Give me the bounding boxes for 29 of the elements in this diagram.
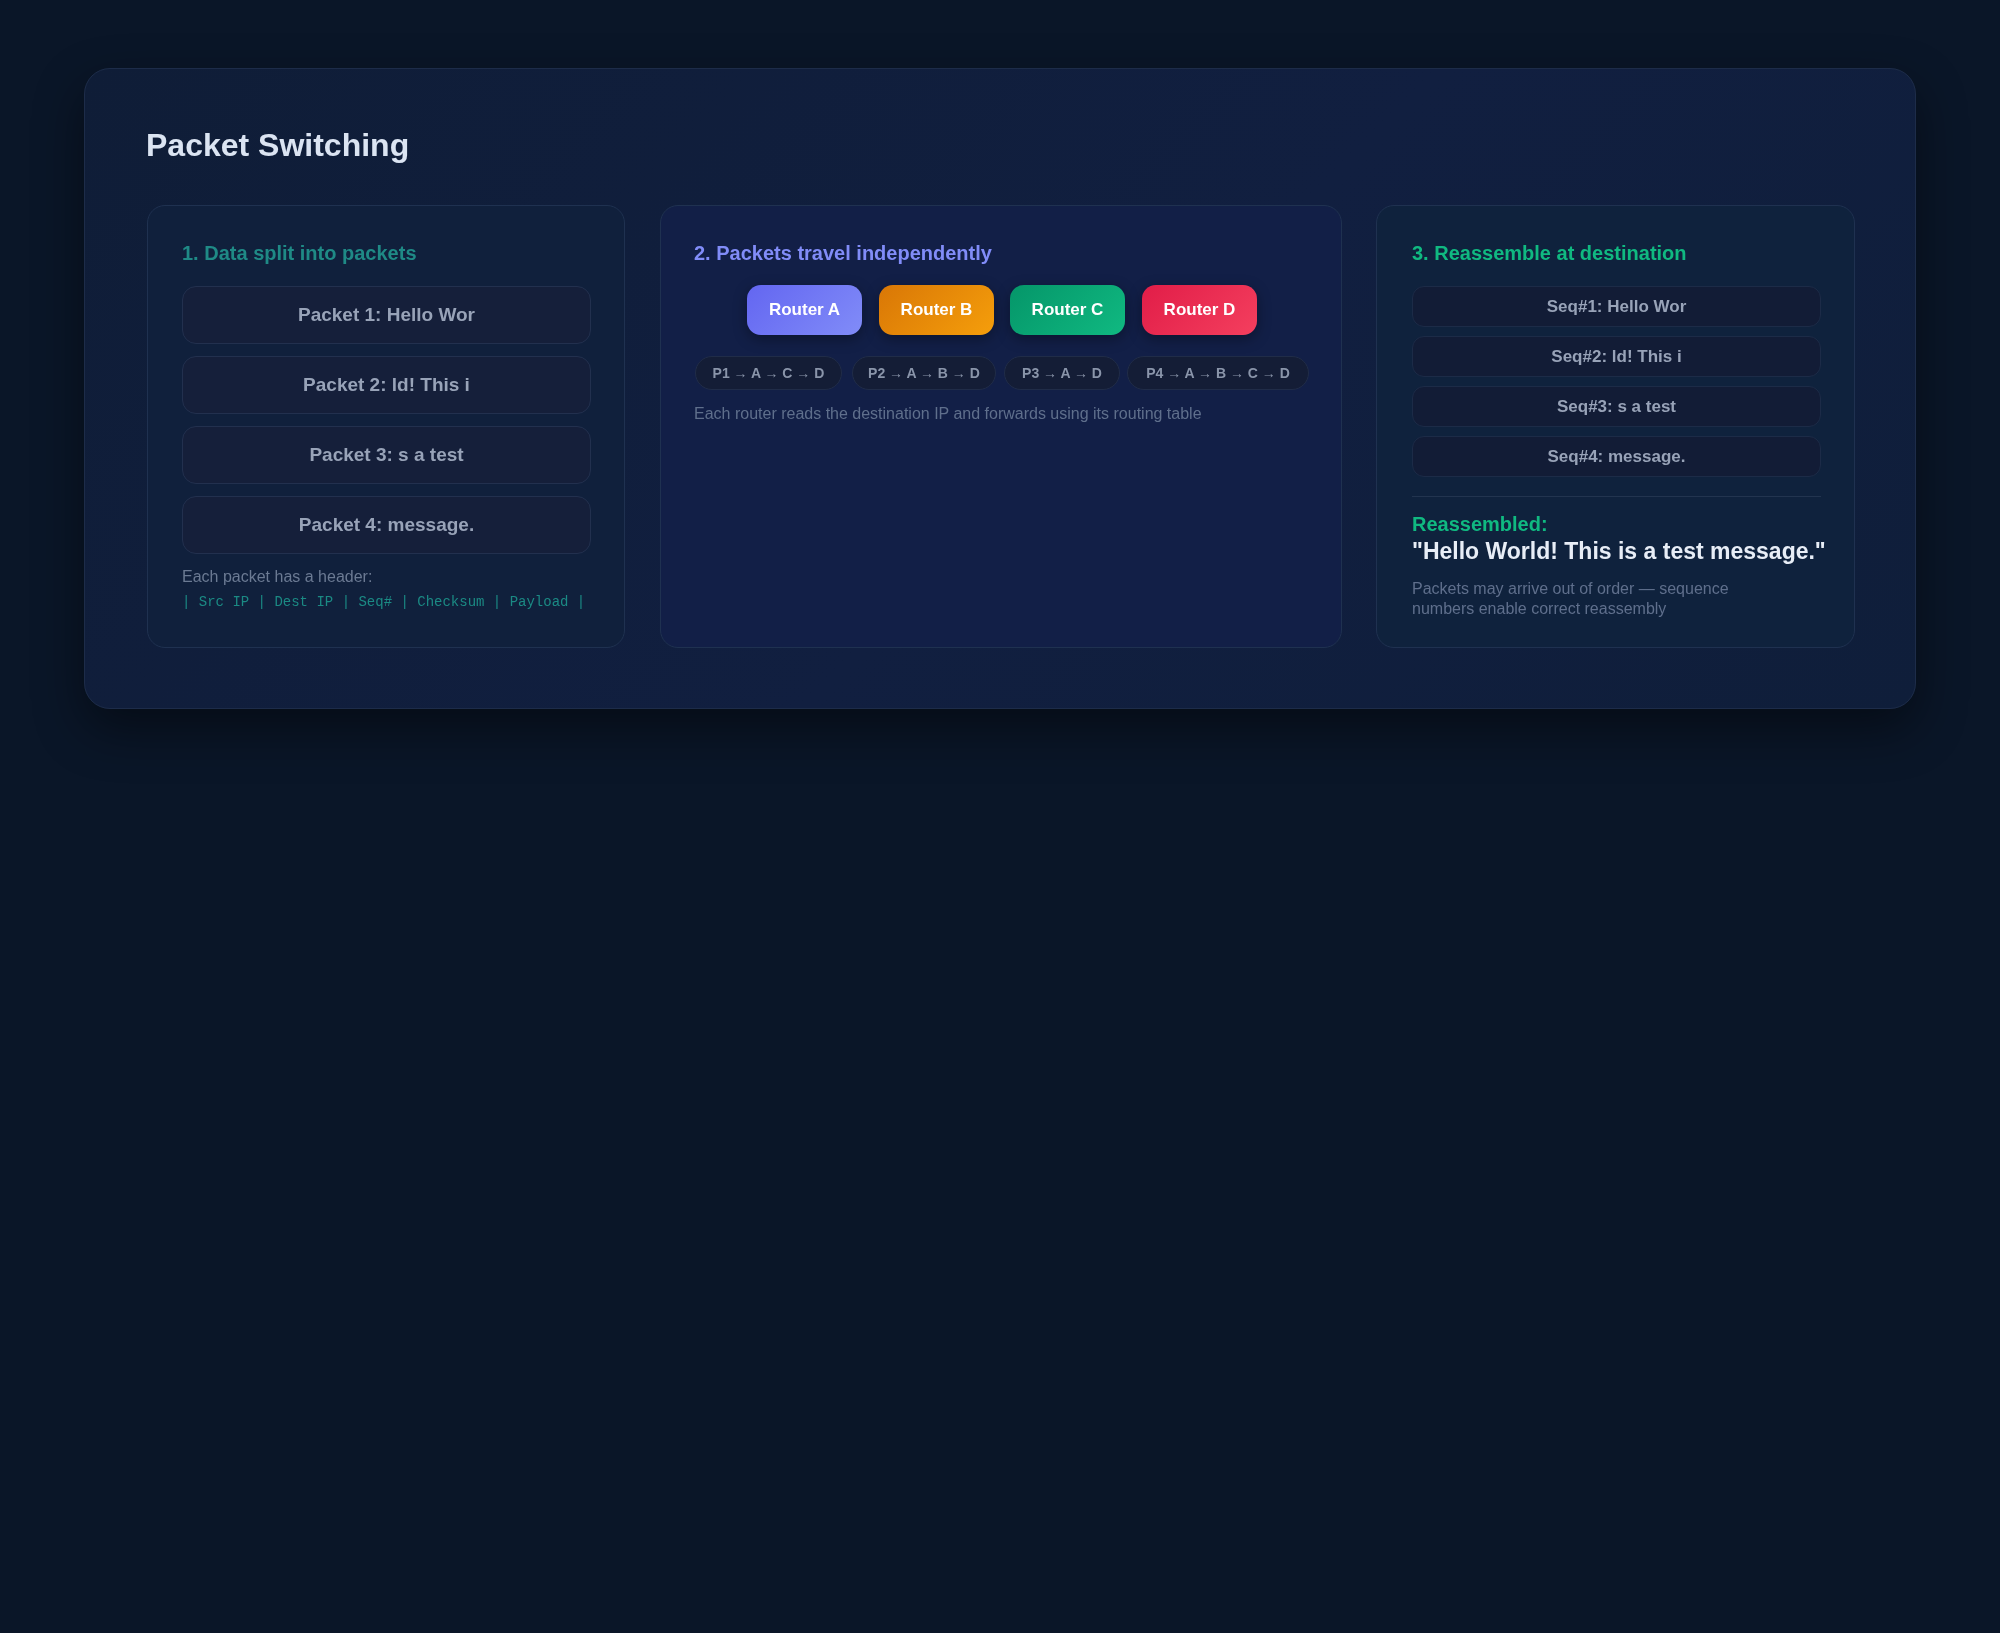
- route-pill: P3 → A → D: [1004, 356, 1120, 390]
- router-chip: Router C: [1010, 285, 1125, 335]
- router-chip: Router A: [747, 285, 862, 335]
- packet-card: Packet 2: ld! This i: [182, 356, 591, 414]
- sequence-card: Seq#2: ld! This i: [1412, 336, 1821, 377]
- packet-card: Packet 1: Hello Wor: [182, 286, 591, 344]
- route-pill: P2 → A → B → D: [852, 356, 996, 390]
- reassembled-message: "Hello World! This is a test message.": [1412, 538, 1826, 565]
- panel-heading: 3. Reassemble at destination: [1412, 242, 1687, 265]
- sequence-card: Seq#1: Hello Wor: [1412, 286, 1821, 327]
- header-format: | Src IP | Dest IP | Seq# | Checksum | Payload |: [182, 594, 586, 610]
- diagram-title: Packet Switching: [146, 127, 410, 164]
- reassembly-note: Packets may arrive out of order — sequence numbers enable correct reassembly: [1412, 579, 1730, 619]
- reassembled-label: Reassembled:: [1412, 513, 1548, 536]
- step-panel: [147, 205, 625, 648]
- sequence-card: Seq#3: s a test: [1412, 386, 1821, 427]
- step-panel: [660, 205, 1342, 648]
- router-caption: Each router reads the destination IP and forwards using its routing table: [694, 405, 1202, 423]
- route-pill: P4 → A → B → C → D: [1127, 356, 1309, 390]
- route-pill: P1 → A → C → D: [695, 356, 842, 390]
- header-caption: Each packet has a header:: [182, 568, 373, 586]
- router-chip: Router D: [1142, 285, 1257, 335]
- router-chip: Router B: [879, 285, 994, 335]
- packet-card: Packet 4: message.: [182, 496, 591, 554]
- panel-heading: 2. Packets travel independently: [694, 242, 992, 265]
- sequence-card: Seq#4: message.: [1412, 436, 1821, 477]
- packet-card: Packet 3: s a test: [182, 426, 591, 484]
- panel-heading: 1. Data split into packets: [182, 242, 417, 265]
- step-panel: [1376, 205, 1855, 648]
